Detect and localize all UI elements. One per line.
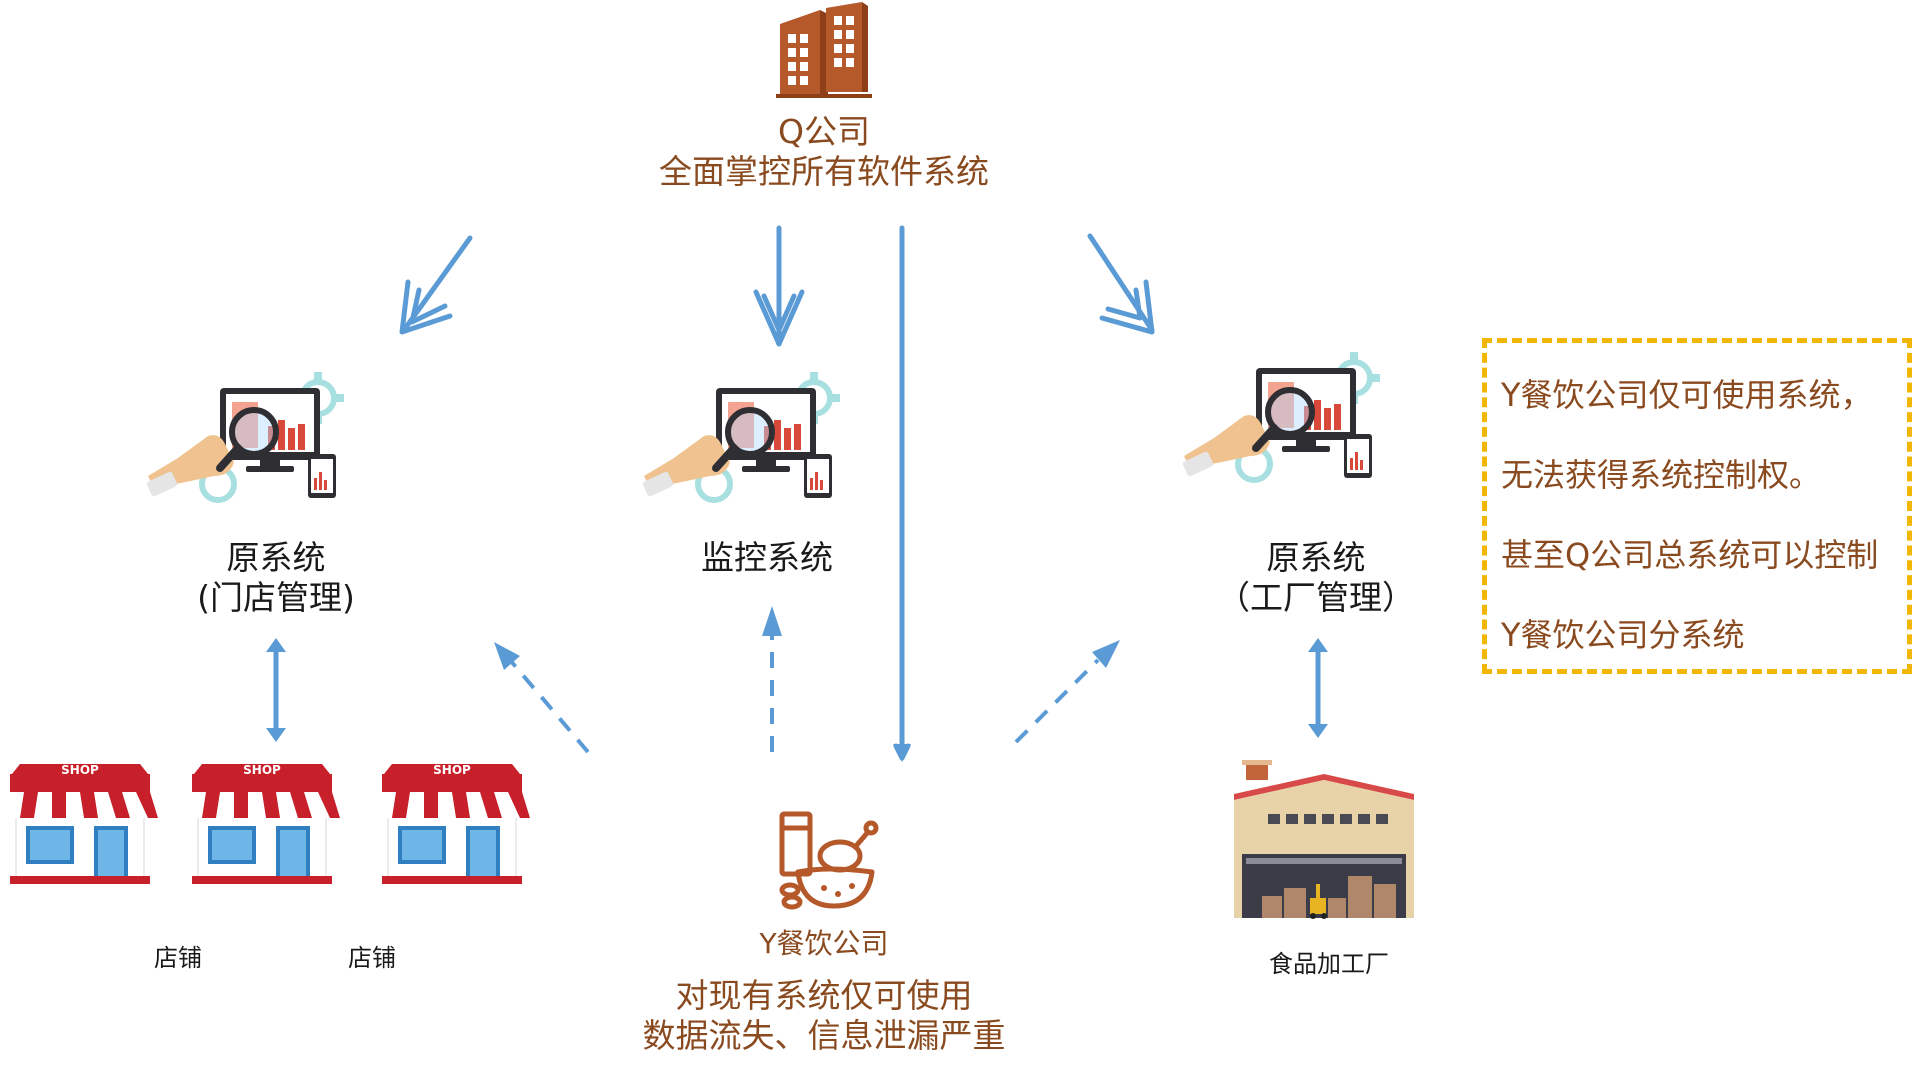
factory-system-subtitle: （工厂管理） — [1217, 578, 1415, 617]
dashed-arrow-y-to-factory-system — [1014, 658, 1100, 744]
arrow-q-to-monitor-system — [753, 225, 805, 347]
dashed-arrow-y-to-store-system — [508, 658, 590, 754]
shop-sign: SHOP — [61, 763, 99, 777]
shop-sign: SHOP — [433, 763, 471, 777]
analytics-monitor-icon — [642, 372, 840, 503]
y-company-label: Y餐饮公司 — [759, 927, 889, 960]
store-system-title: 原系统 — [226, 538, 326, 577]
shop-label: 店铺 — [154, 944, 202, 972]
shop-icon: SHOP — [372, 758, 532, 888]
arrow-q-to-store-system — [399, 235, 473, 335]
shop-sign: SHOP — [243, 763, 281, 777]
q-company-subtitle: 全面掌控所有软件系统 — [659, 152, 989, 191]
factory-system-title: 原系统 — [1266, 538, 1366, 577]
note-line: 无法获得系统控制权。 — [1501, 456, 1822, 494]
analytics-monitor-icon — [1182, 352, 1380, 483]
arrow-q-to-factory-system — [1087, 233, 1155, 335]
store-system-subtitle: (门店管理) — [197, 578, 355, 617]
shop-icon: SHOP — [182, 758, 342, 888]
note-line: Y餐饮公司分系统 — [1501, 616, 1745, 654]
q-company-label: Q公司 — [778, 112, 870, 151]
note-line: 甚至Q公司总系统可以控制 — [1501, 536, 1879, 574]
office-building-icon — [776, 2, 872, 98]
arrow-q-to-y-company — [893, 225, 911, 761]
food-bowl-icon — [779, 811, 879, 910]
note-line: Y餐饮公司仅可使用系统， — [1501, 376, 1873, 414]
y-company-line2: 数据流失、信息泄漏严重 — [642, 1016, 1006, 1055]
monitor-system-title: 监控系统 — [701, 538, 833, 577]
shop-icon: SHOP — [0, 758, 160, 888]
shop-label: 店铺 — [348, 944, 396, 972]
factory-label: 食品加工厂 — [1269, 950, 1389, 978]
note-box: Y餐饮公司仅可使用系统， 无法获得系统控制权。 甚至Q公司总系统可以控制 Y餐饮… — [1482, 338, 1912, 674]
factory-icon — [1234, 760, 1414, 919]
analytics-monitor-icon — [146, 372, 344, 503]
y-company-line1: 对现有系统仅可使用 — [675, 976, 973, 1015]
